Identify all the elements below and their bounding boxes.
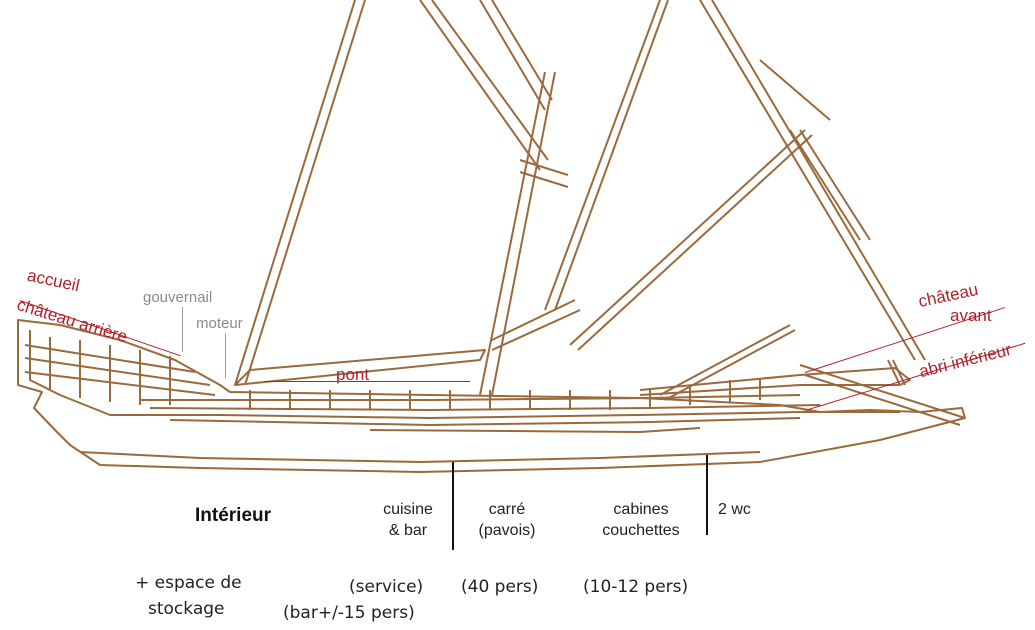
keel-line <box>79 451 761 463</box>
fore-stay-2 <box>659 324 796 401</box>
storage-line-2: stockage <box>148 599 225 619</box>
deck-line-4 <box>369 427 701 433</box>
gouvernail-leader <box>182 307 183 352</box>
zone-kitchen-line-1: cuisine <box>383 501 433 518</box>
main-sail <box>544 0 669 311</box>
main-mast <box>479 71 556 396</box>
kitchen-capacity-1: (service) <box>349 577 424 597</box>
zone-kitchen-name: cuisine & bar <box>372 500 444 542</box>
hull-inner <box>29 330 900 419</box>
main-yard <box>419 0 549 171</box>
moteur-leader <box>225 333 226 378</box>
zone-cabins-line-2: couchettes <box>602 521 680 539</box>
zone-carre-name: carré (pavois) <box>462 500 552 542</box>
hull-outline <box>17 319 966 473</box>
carre-capacity: (40 pers) <box>461 577 539 597</box>
deck-line-1 <box>140 394 801 401</box>
forecastle <box>639 367 911 396</box>
divider-cabins-wc <box>706 455 708 535</box>
label-avant: avant <box>950 306 992 325</box>
label-pont: pont <box>336 365 370 384</box>
deck-planks <box>249 378 761 410</box>
zone-cabins-line-1: cabines <box>613 501 669 518</box>
interior-title: Intérieur <box>195 505 272 526</box>
cabins-capacity: (10-12 pers) <box>583 577 689 597</box>
zone-carre-line-1: carré <box>488 501 526 518</box>
label-gouvernail: gouvernail <box>143 289 213 306</box>
label-moteur: moteur <box>196 315 243 332</box>
aft-sail-foot <box>234 349 486 386</box>
bowsprit <box>799 364 966 426</box>
fore-sail-lines <box>759 59 871 241</box>
stern-castle-grid <box>24 337 216 405</box>
storage-line-1: + espace de <box>135 573 242 593</box>
main-sail-lower <box>491 299 581 351</box>
zone-cabins-name: cabines couchettes <box>582 500 700 542</box>
pont-leader <box>265 381 470 382</box>
zone-wc-name: 2 wc <box>718 501 751 518</box>
main-mast-cross <box>519 159 569 188</box>
main-yard-2 <box>479 0 553 111</box>
deck-line-3 <box>169 417 801 426</box>
aft-yard <box>234 0 366 386</box>
fore-stay <box>569 129 813 351</box>
kitchen-capacity-2: (bar+/-15 pers) <box>283 603 415 623</box>
fore-yard <box>699 0 926 361</box>
zone-kitchen-line-2: & bar <box>388 521 428 539</box>
divider-kitchen-carre <box>452 462 454 550</box>
zone-carre-line-2: (pavois) <box>478 521 536 539</box>
